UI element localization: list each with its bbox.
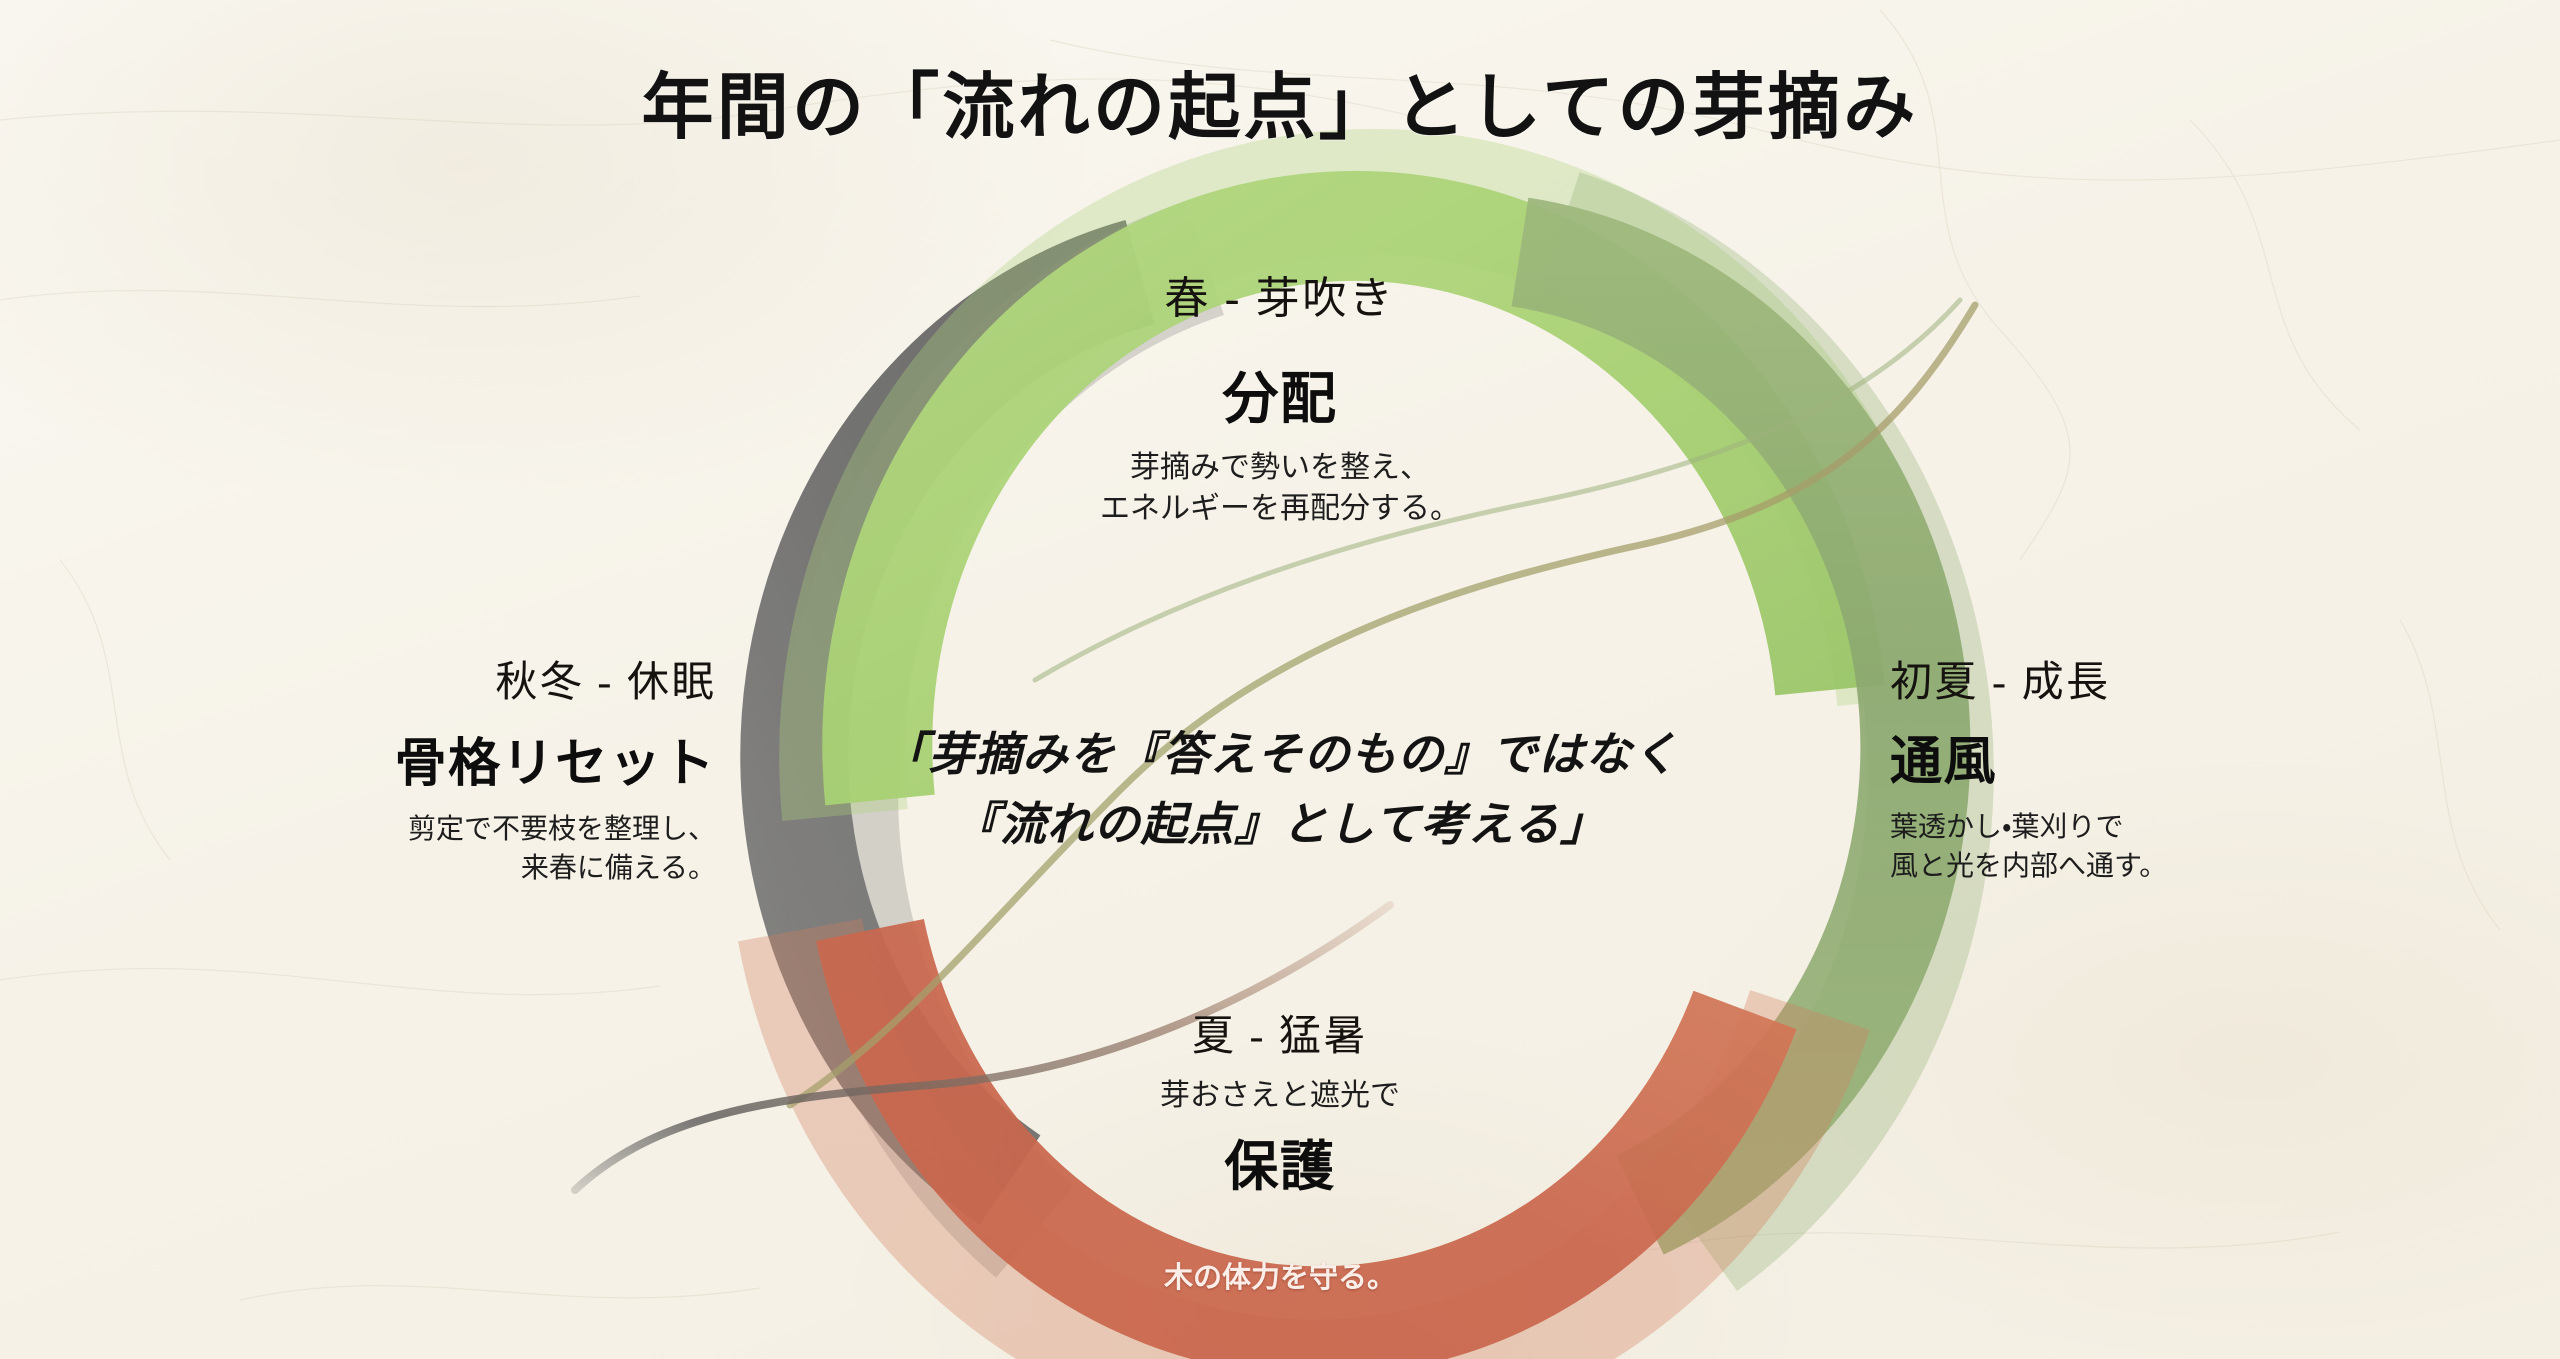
segment-summer: 夏 - 猛暑 芽おさえと遮光で 保護 — [900, 1002, 1660, 1201]
segment-spring-description: 芽摘みで勢いを整え、 エネルギーを再配分する。 — [830, 447, 1730, 530]
page-title: 年間の「流れの起点」としての芽摘み — [641, 68, 1919, 148]
segment-summer-keyword: 保護 — [1224, 1137, 1336, 1198]
segment-autumn-winter-description-line1: 剪定で不要枝を整理し、 — [407, 813, 716, 844]
segment-spring: 春 - 芽吹き 分配 芽摘みで勢いを整え、 エネルギーを再配分する。 — [830, 262, 1730, 530]
ring-arc-spring — [822, 170, 1885, 806]
ring-arc-summer-soft — [738, 918, 1870, 1359]
segment-autumn-winter-season: 秋冬 - 休眠 — [495, 660, 716, 706]
center-quote-line1: 「芽摘みを『答えそのもの』ではなく — [881, 729, 1679, 780]
segment-autumn-winter-keyword: 骨格リセット — [394, 735, 716, 793]
swoosh-upper-right-line — [786, 301, 1979, 1109]
ring-caption: 木の体力を守る。 — [1163, 1262, 1396, 1294]
segment-autumn-winter: 秋冬 - 休眠 骨格リセット 剪定で不要枝を整理し、 来春に備える。 — [286, 648, 716, 887]
swoosh-tail-line — [571, 901, 1394, 1194]
center-quote: 「芽摘みを『答えそのもの』ではなく 『流れの起点』として考える」 — [720, 720, 1840, 860]
segment-spring-season: 春 - 芽吹き — [1164, 274, 1396, 323]
segment-autumn-winter-description-line2: 来春に備える。 — [520, 851, 716, 883]
center-quote-line2: 『流れの起点』として考える」 — [952, 798, 1608, 850]
segment-early-summer-season: 初夏 - 成長 — [1890, 660, 2111, 706]
segment-spring-description-line2: エネルギーを再配分する。 — [1100, 492, 1460, 526]
segment-summer-description-line1: 芽おさえと遮光で — [1160, 1079, 1400, 1112]
segment-spring-description-line1: 芽摘みで勢いを整え、 — [1130, 451, 1430, 484]
swoosh-lower-left-line — [1032, 297, 1963, 683]
segment-autumn-winter-description: 剪定で不要枝を整理し、 来春に備える。 — [286, 810, 716, 887]
segment-early-summer-description: 葉透かし・葉刈りで 風と光を内部へ通す。 — [1890, 808, 2320, 885]
ring-arc-early-summer — [1511, 197, 1971, 1255]
segment-summer-season: 夏 - 猛暑 — [1191, 1014, 1369, 1060]
segment-early-summer-keyword: 通風 — [1890, 733, 1998, 791]
segment-early-summer-description-line1: 葉透かし・葉刈りで — [1890, 811, 2124, 842]
ring-arc-summer — [816, 918, 1797, 1359]
segment-spring-keyword: 分配 — [1222, 367, 1338, 430]
segment-early-summer-description-line2: 風と光を内部へ通す。 — [1890, 849, 2168, 881]
segment-summer-description: 芽おさえと遮光で — [900, 1075, 1660, 1116]
segment-early-summer: 初夏 - 成長 通風 葉透かし・葉刈りで 風と光を内部へ通す。 — [1890, 648, 2320, 885]
